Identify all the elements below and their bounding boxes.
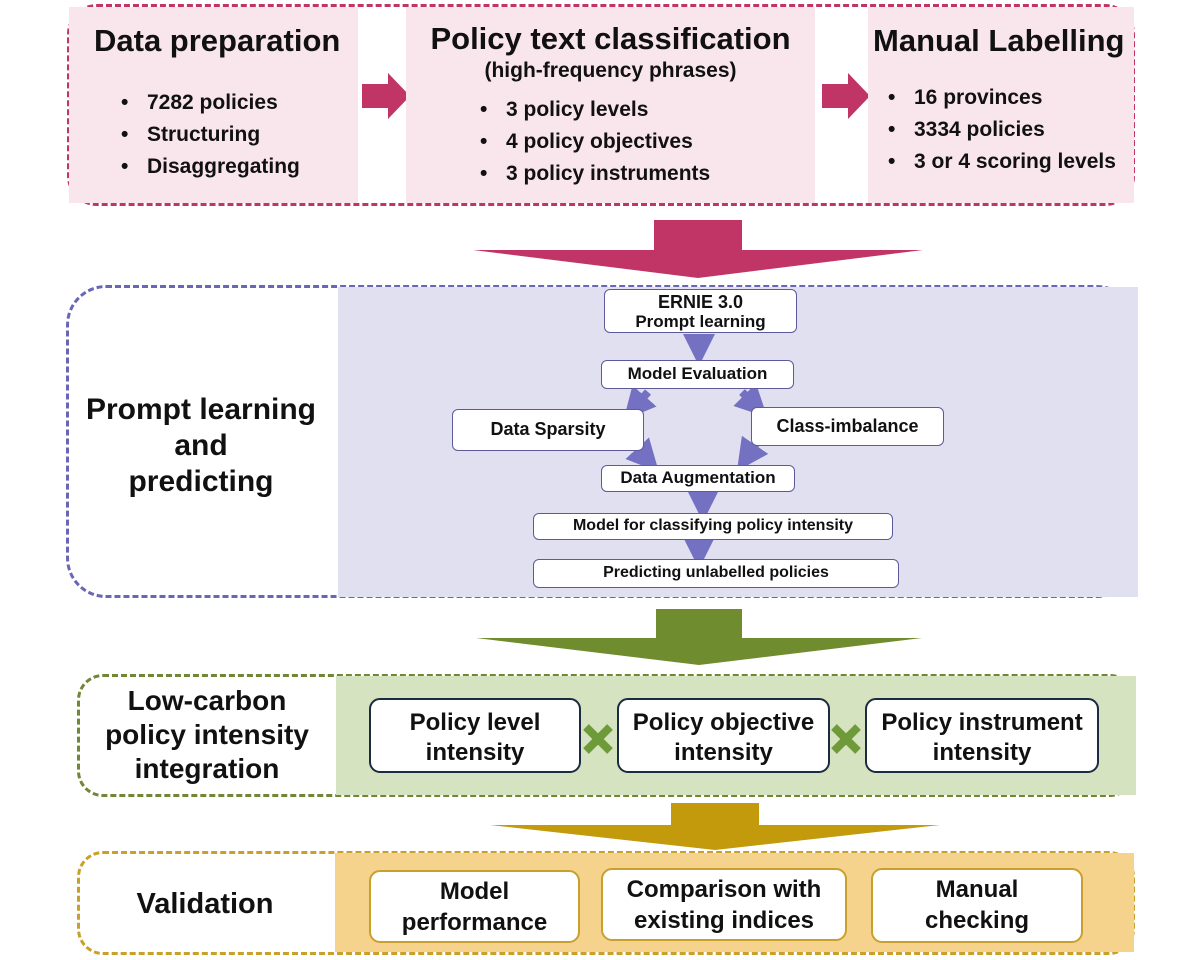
comparison-indices-box: Comparison with existing indices xyxy=(601,868,847,941)
model-evaluation-box: Model Evaluation xyxy=(601,360,794,389)
ernie-box: ERNIE 3.0 Prompt learning xyxy=(604,289,797,333)
arrow-down-icon xyxy=(476,609,922,665)
integration-title: Low-carbon policy intensity integration xyxy=(105,685,309,784)
data-preparation-panel: Data preparation 7282 policies Structuri… xyxy=(69,7,358,203)
policy-level-intensity-box: Policy level intensity xyxy=(369,698,581,773)
list-item: 3 or 4 scoring levels xyxy=(888,146,1116,178)
arrow-down-icon xyxy=(490,803,940,850)
labelling-panel: Manual Labelling 16 provinces 3334 polic… xyxy=(868,7,1134,203)
list-item: Structuring xyxy=(121,119,300,151)
list-item: 7282 policies xyxy=(121,87,300,119)
arrow-down-icon xyxy=(473,220,923,278)
classification-title: Policy text classification xyxy=(430,21,791,56)
prompt-learning-title: Prompt learning and predicting xyxy=(85,393,317,498)
list-item: Disaggregating xyxy=(121,151,300,183)
labelling-list: 16 provinces 3334 policies 3 or 4 scorin… xyxy=(888,82,1116,178)
list-item: 4 policy objectives xyxy=(480,126,710,158)
multiply-icon xyxy=(583,724,613,754)
data-augmentation-box: Data Augmentation xyxy=(601,465,795,492)
list-item: 3 policy instruments xyxy=(480,158,710,190)
arrow-right-icon xyxy=(362,73,410,119)
validation-title: Validation xyxy=(136,888,274,920)
labelling-title: Manual Labelling xyxy=(873,23,1125,58)
arrow-right-icon xyxy=(822,73,870,119)
predicting-box: Predicting unlabelled policies xyxy=(533,559,899,588)
list-item: 16 provinces xyxy=(888,82,1116,114)
classification-list: 3 policy levels 4 policy objectives 3 po… xyxy=(480,94,710,190)
classification-panel: Policy text classification (high-frequen… xyxy=(406,7,815,203)
policy-objective-intensity-box: Policy objective intensity xyxy=(617,698,830,773)
list-item: 3334 policies xyxy=(888,114,1116,146)
flow-arrow xyxy=(733,383,768,418)
data-sparsity-box: Data Sparsity xyxy=(452,409,644,451)
flow-arrow xyxy=(623,385,657,421)
list-item: 3 policy levels xyxy=(480,94,710,126)
data-preparation-list: 7282 policies Structuring Disaggregating xyxy=(121,87,300,183)
model-classifying-box: Model for classifying policy intensity xyxy=(533,513,893,540)
policy-instrument-intensity-box: Policy instrument intensity xyxy=(865,698,1099,773)
classification-subtitle: (high-frequency phrases) xyxy=(484,59,737,82)
ernie-title: ERNIE 3.0 xyxy=(657,292,744,312)
multiply-icon xyxy=(831,724,861,754)
data-preparation-title: Data preparation xyxy=(94,23,341,58)
manual-checking-box: Manual checking xyxy=(871,868,1083,943)
class-imbalance-box: Class-imbalance xyxy=(751,407,944,446)
ernie-subtitle: Prompt learning xyxy=(635,312,766,331)
model-performance-box: Model performance xyxy=(369,870,580,943)
